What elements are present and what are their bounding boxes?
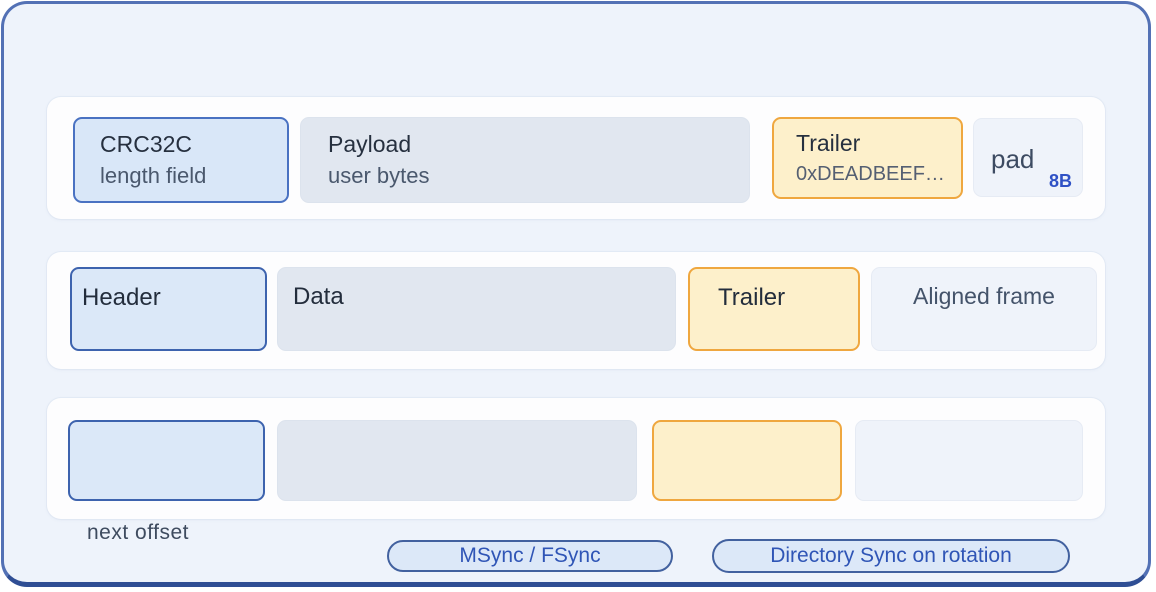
crc32c-label: CRC32C <box>100 131 193 158</box>
pad-label: pad <box>991 144 1035 174</box>
frame-detail-row: CRC32C length field Payload user bytes T… <box>47 97 1105 219</box>
trailer-label: Trailer <box>796 130 861 157</box>
next-offset-label: next offset <box>87 521 190 544</box>
deadbeef-value: 0xDEADBEEF… <box>796 162 945 185</box>
crc32c-box: CRC32C length field <box>73 117 289 203</box>
trailer-box: Trailer <box>688 267 860 351</box>
msync-fsync-pill[interactable]: MSync / FSync <box>387 540 673 572</box>
aligned-frame-label: Aligned frame <box>913 283 1055 309</box>
empty-aligned-box <box>855 420 1083 501</box>
empty-data-box <box>277 420 637 501</box>
data-label: Data <box>293 283 344 310</box>
empty-header-box <box>68 420 265 501</box>
frame-label-row: Header Data Trailer Aligned frame <box>47 252 1105 369</box>
directory-sync-pill[interactable]: Directory Sync on rotation <box>712 539 1070 573</box>
trailer-section-label: Trailer <box>718 284 786 311</box>
frame-empty-row <box>47 398 1105 519</box>
user-bytes-label: user bytes <box>328 162 430 188</box>
payload-box: Payload user bytes <box>300 117 750 203</box>
aligned-frame-box: Aligned frame <box>871 267 1097 351</box>
empty-trailer-box <box>652 420 842 501</box>
pad-box: pad 8B <box>973 118 1083 197</box>
length-field-label: length field <box>100 162 207 188</box>
trailer-detail-box: Trailer 0xDEADBEEF… <box>772 117 963 199</box>
payload-label: Payload <box>328 131 412 158</box>
data-box: Data <box>277 267 676 351</box>
header-label: Header <box>82 284 161 311</box>
pad-size-badge: 8B <box>1048 171 1072 191</box>
header-box: Header <box>70 267 267 351</box>
